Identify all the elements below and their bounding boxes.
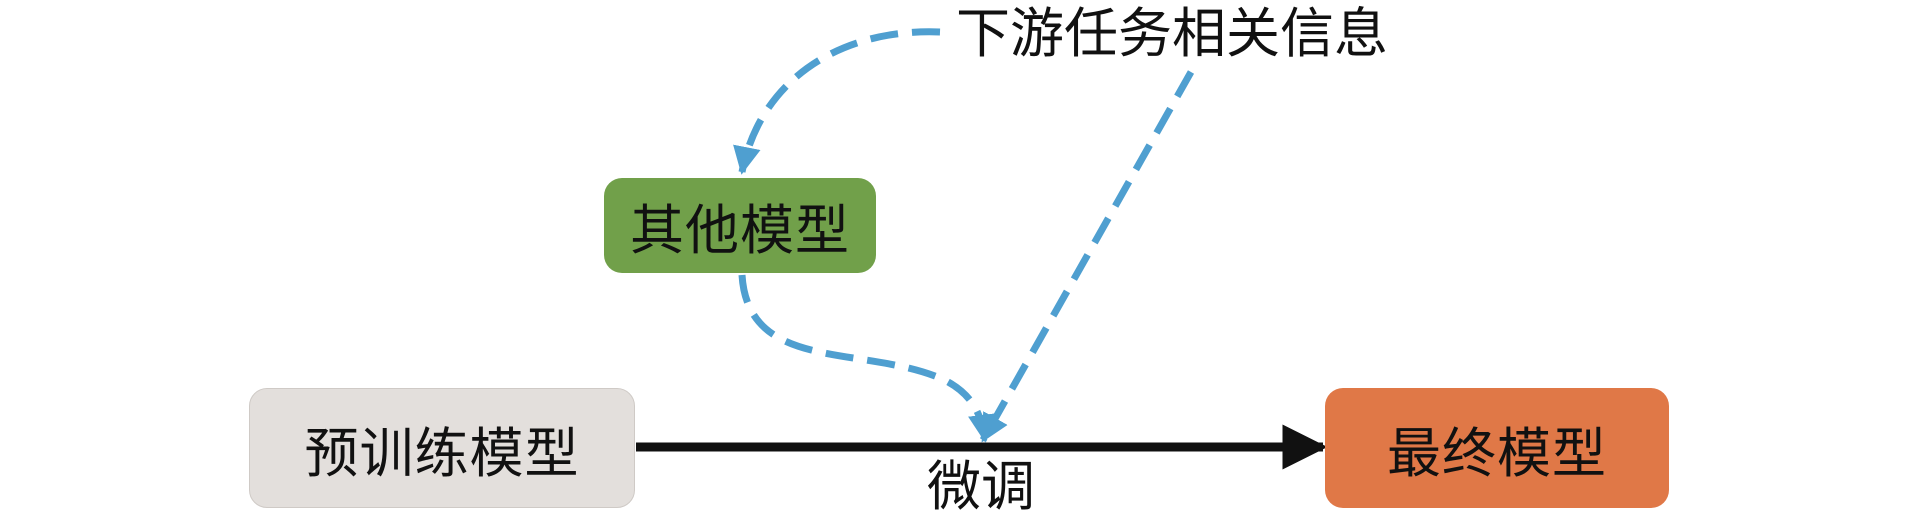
other-model-label: 其他模型 xyxy=(630,199,850,262)
downstream-info-label: 下游任务相关信息 xyxy=(956,2,1388,65)
other-model-to-finetune-arrow xyxy=(738,274,996,443)
final-model-node: 最终模型 xyxy=(1325,388,1669,508)
other-model-node: 其他模型 xyxy=(604,178,876,273)
info-to-other-model-arrow xyxy=(733,28,941,175)
pretrained-model-node: 预训练模型 xyxy=(249,388,635,508)
fine-tune-label: 微调 xyxy=(927,455,1035,518)
final-model-label: 最终模型 xyxy=(1387,421,1607,485)
pretrained-model-label: 预训练模型 xyxy=(304,421,580,485)
info-to-finetune-arrow xyxy=(979,70,1195,443)
